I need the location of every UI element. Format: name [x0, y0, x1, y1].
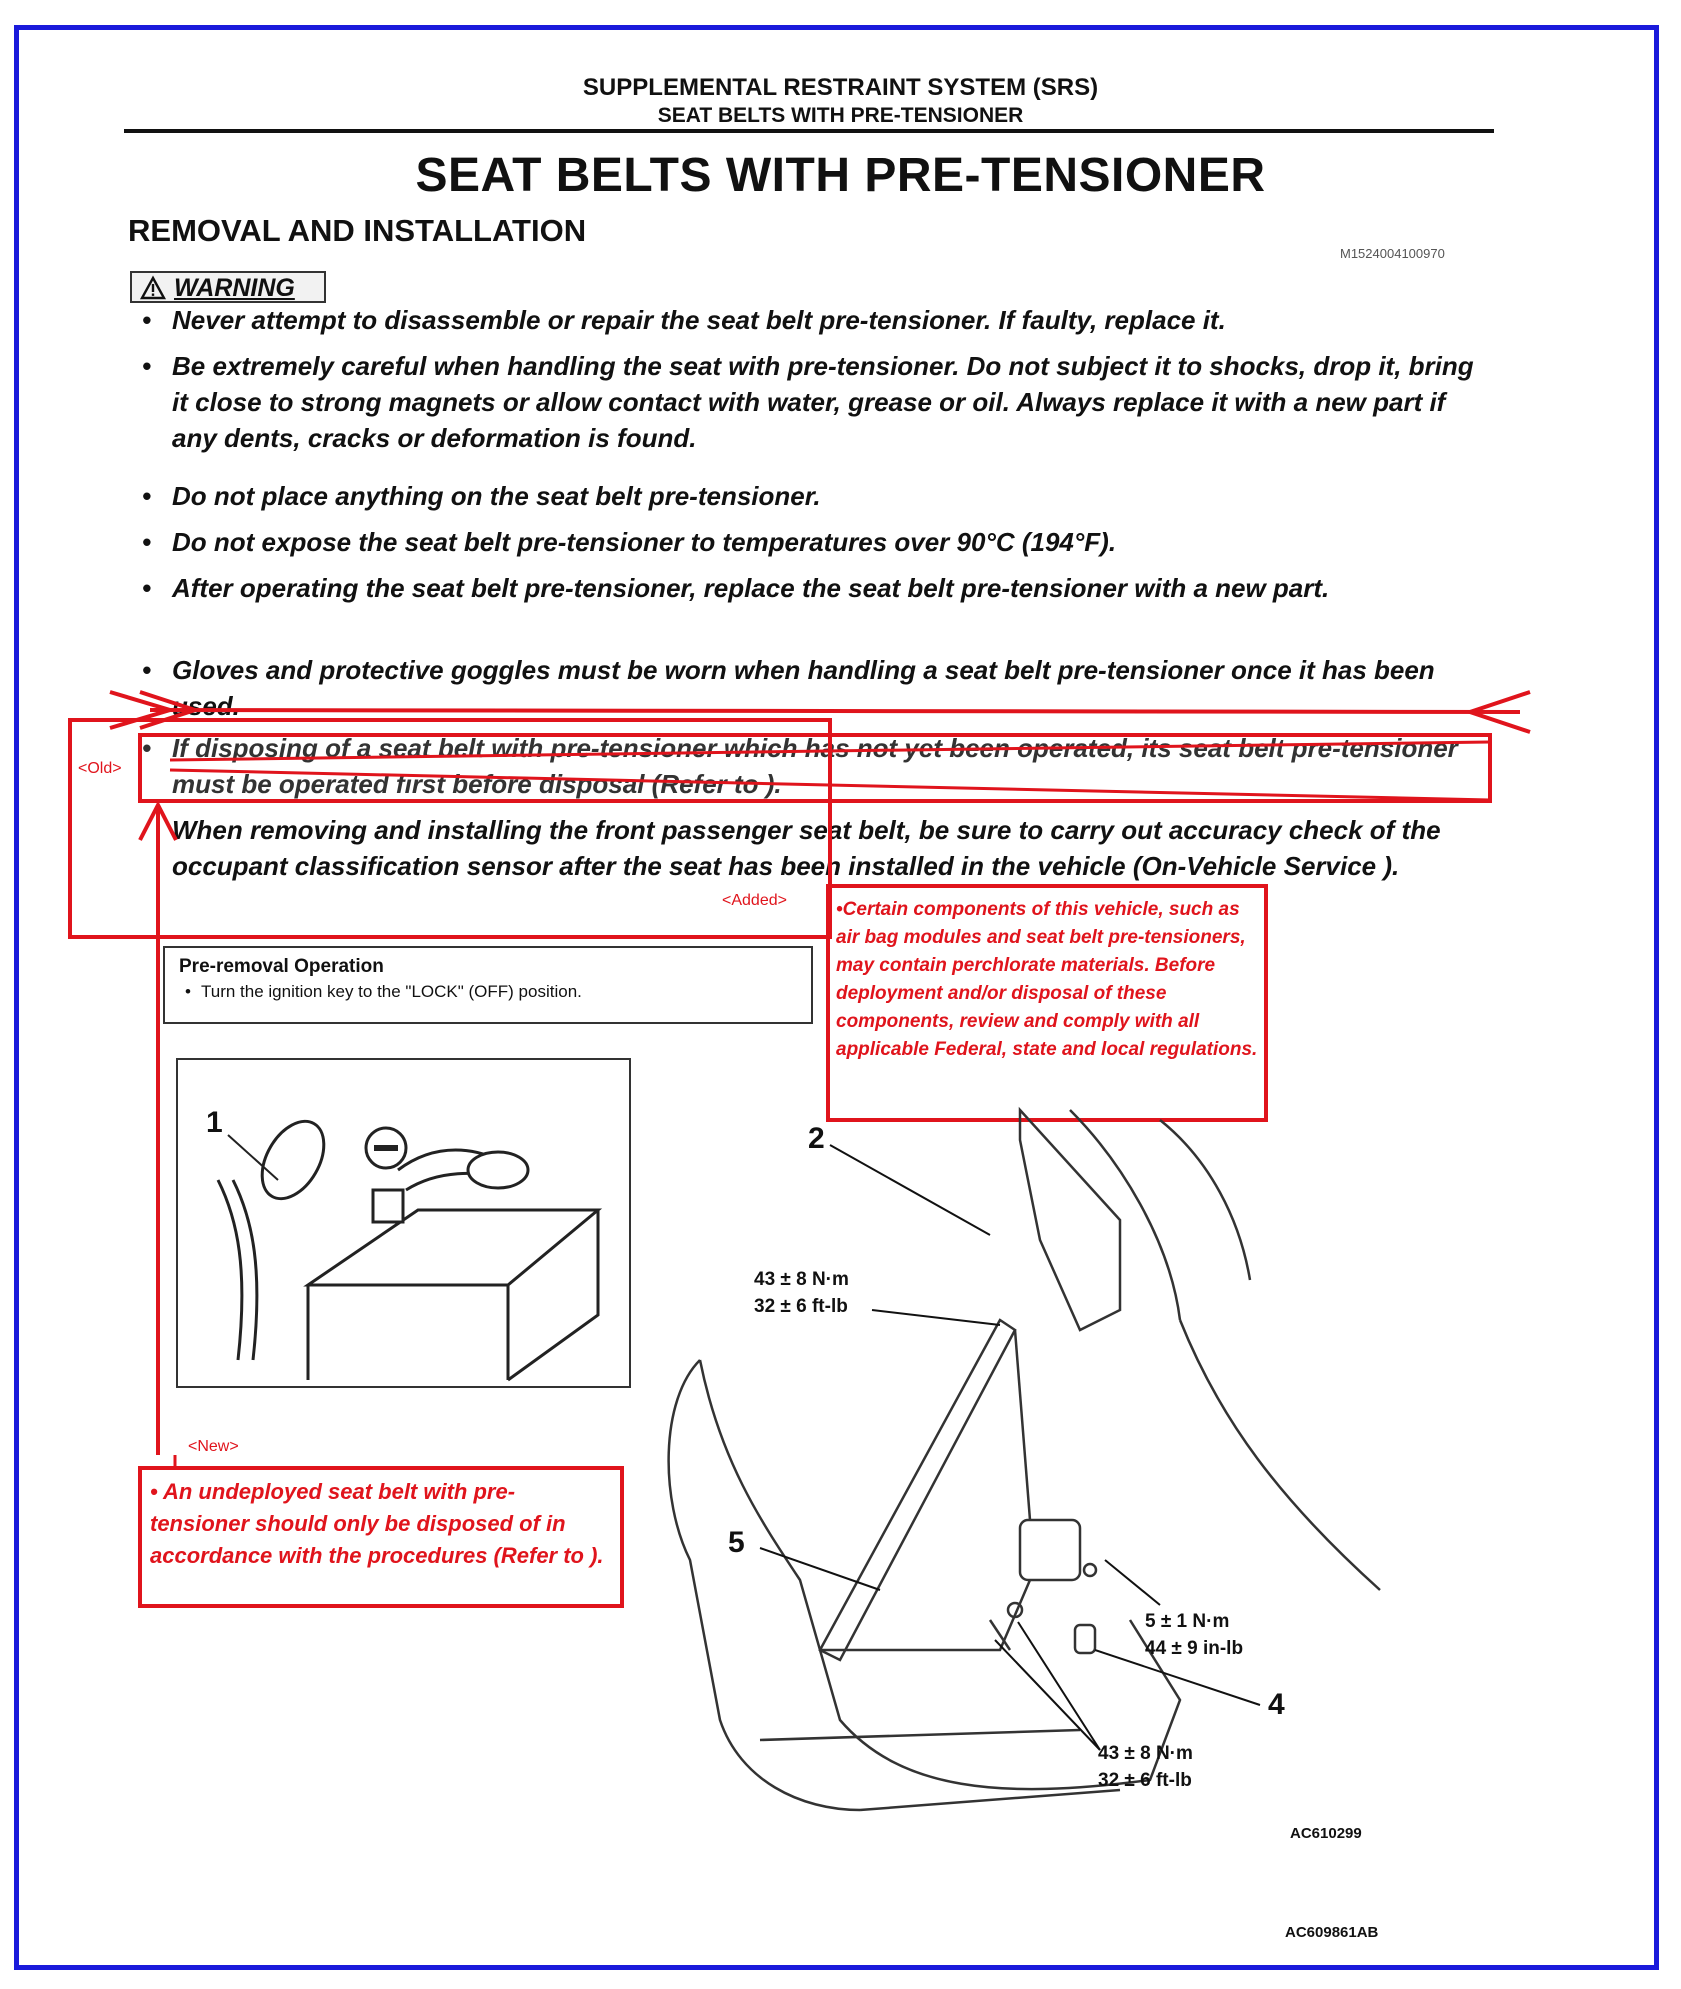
- torque-middle: 5 ± 1 N·m 44 ± 9 in-lb: [1145, 1611, 1244, 1659]
- new-note-box: • An undeployed seat belt with pre-tensi…: [138, 1466, 624, 1608]
- document-id: M1524004100970: [1340, 246, 1445, 261]
- pre-removal-title: Pre-removal Operation: [179, 956, 384, 977]
- callout-2: 2: [808, 1122, 825, 1155]
- added-note-text: •Certain components of this vehicle, suc…: [836, 899, 1258, 1060]
- list-item: •Be extremely careful when handling the …: [142, 351, 1474, 453]
- pre-removal-box: Pre-removal Operation Turn the ignition …: [163, 946, 813, 1024]
- section-header: SUPPLEMENTAL RESTRAINT SYSTEM (SRS): [582, 74, 1099, 101]
- subsection-header: SEAT BELTS WITH PRE-TENSIONER: [657, 104, 1024, 127]
- list-item: •After operating the seat belt pre-tensi…: [142, 573, 1330, 603]
- torque-lower: 43 ± 8 N·m 32 ± 6 ft-lb: [1098, 1743, 1193, 1791]
- list-item: •Do not place anything on the seat belt …: [142, 481, 821, 511]
- figure-id-inner: AC610299: [1290, 1825, 1362, 1842]
- callout-1: 1: [206, 1106, 223, 1139]
- header-rule: [124, 129, 1494, 133]
- torque-upper: 43 ± 8 N·m 32 ± 6 ft-lb: [754, 1269, 849, 1317]
- callout-5: 5: [728, 1526, 745, 1559]
- warning-badge: WARNING: [130, 271, 326, 303]
- old-tag: <Old>: [78, 760, 122, 777]
- figure-id-outer: AC609861AB: [1285, 1924, 1379, 1941]
- page-frame: [14, 25, 1659, 1970]
- pre-removal-item: Turn the ignition key to the "LOCK" (OFF…: [179, 982, 797, 1002]
- list-item: •Gloves and protective goggles must be w…: [142, 655, 1435, 721]
- list-item: •Do not expose the seat belt pre-tension…: [142, 527, 1117, 557]
- page-title: SEAT BELTS WITH PRE-TENSIONER: [415, 149, 1266, 202]
- callout-4: 4: [1268, 1688, 1285, 1721]
- list-item: •Never attempt to disassemble or repair …: [142, 305, 1226, 335]
- added-tag: <Added>: [722, 892, 787, 909]
- new-tag: <New>: [188, 1438, 239, 1455]
- list-item: When removing and installing the front p…: [172, 815, 1441, 881]
- new-note-text: • An undeployed seat belt with pre-tensi…: [150, 1479, 604, 1568]
- page-subtitle: REMOVAL AND INSTALLATION: [128, 213, 587, 248]
- battery-illustration: 1: [176, 1058, 631, 1388]
- added-note-box: •Certain components of this vehicle, suc…: [826, 884, 1268, 1122]
- warning-triangle-icon: [139, 275, 167, 300]
- battery-drawing: [216, 1119, 603, 1382]
- list-item-old-struck: •If disposing of a seat belt with pre-te…: [142, 733, 1458, 799]
- warning-label: WARNING: [174, 274, 295, 302]
